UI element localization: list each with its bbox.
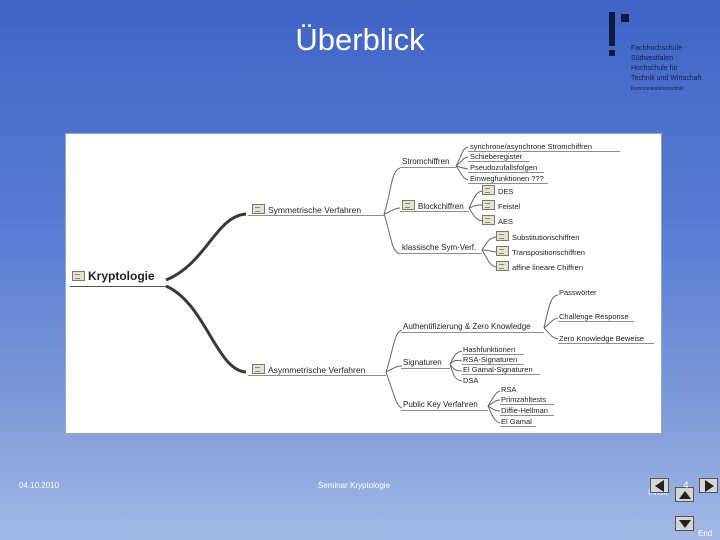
topic-icon <box>482 185 495 195</box>
sub-auth: Authentifizierung & Zero Knowledge <box>403 322 531 331</box>
leaf-item: RSA <box>501 385 517 394</box>
branch-underline <box>400 211 469 212</box>
leaf-label: Feistel <box>498 202 521 211</box>
leaf-item: Einwegfunktionen ??? <box>470 174 544 183</box>
arrow-down-icon <box>679 520 691 528</box>
slide-title: Überblick <box>295 22 425 57</box>
branch-underline <box>401 332 544 333</box>
leaf-item: El Gamal-Signaturen <box>463 365 533 374</box>
leaf-item: Feistel <box>482 200 520 211</box>
leaf-underline <box>500 426 536 427</box>
leaf-item: Hashfunktionen <box>463 345 516 354</box>
sub-stream: Stromchiffren <box>402 157 450 166</box>
sub-block: Blockchiffren <box>402 200 464 212</box>
arrow-left-icon <box>655 480 664 492</box>
mindmap-connectors <box>165 146 559 424</box>
root-underline <box>70 286 166 287</box>
branch-asymmetric: Asymmetrische Verfahren <box>252 364 365 376</box>
footer-title: Seminar Kryptologie <box>318 481 391 490</box>
leaf-underline <box>462 374 540 375</box>
topic-icon <box>252 204 265 214</box>
topic-icon <box>402 200 415 210</box>
logo-text-line: Kommunikationstechnik <box>631 86 684 92</box>
leaf-item: El Gamal <box>501 417 532 426</box>
branch-underline <box>400 167 456 168</box>
leaf-underline <box>468 151 620 152</box>
logo-text-line: Hochschule für <box>631 65 678 72</box>
leaf-underline <box>462 354 524 355</box>
nav-contents-button[interactable] <box>675 487 694 502</box>
sub-public-key: Public Key Verfahren <box>403 400 478 409</box>
branch-underline <box>248 215 384 216</box>
leaf-item: Diffie-Hellman <box>501 406 548 415</box>
leaf-underline <box>468 183 548 184</box>
leaf-underline <box>500 415 554 416</box>
leaf-underline <box>500 404 554 405</box>
topic-icon <box>482 200 495 210</box>
branch-underline <box>400 253 482 254</box>
leaf-underline <box>462 364 524 365</box>
logo-text-line: Fachhochschule <box>631 45 682 52</box>
logo-text-line: Südwestfalen <box>631 55 674 62</box>
sub-classic: klassische Sym-Verf. <box>402 243 477 252</box>
root-label: Kryptologie <box>88 269 155 283</box>
leaf-item: synchrone/asynchrone Stromchiffren <box>470 142 593 151</box>
topic-icon <box>482 215 495 225</box>
leaf-underline <box>468 161 530 162</box>
leaf-label: Substitutionschiffren <box>512 233 580 242</box>
branch-underline <box>401 410 488 411</box>
sub-block-label: Blockchiffren <box>418 202 464 211</box>
leaf-item: Zero Knowledge Beweise <box>559 334 645 343</box>
leaf-underline <box>558 321 634 322</box>
nav-next-button[interactable] <box>699 478 718 493</box>
nav-end-button[interactable] <box>675 516 694 531</box>
page-number: 4 <box>683 480 689 490</box>
topic-icon <box>496 231 509 241</box>
nav-end-label[interactable]: End <box>698 529 713 538</box>
topic-icon <box>252 364 265 374</box>
footer-date: 04.10.2010 <box>19 481 60 490</box>
leaf-item: AES <box>482 215 513 226</box>
arrow-up-icon <box>679 491 691 499</box>
leaf-label: affine lineare Chiffren <box>512 263 584 272</box>
leaf-item: DES <box>482 185 513 196</box>
mindmap-diagram: Kryptologie Symmetrische Verfahren Strom… <box>65 133 662 434</box>
branch-underline <box>401 368 450 369</box>
arrow-right-icon <box>705 480 714 492</box>
leaf-item: Primzahltests <box>501 395 547 404</box>
leaf-underline <box>468 172 544 173</box>
logo-exclamation-dot <box>609 50 615 56</box>
sub-signatures: Signaturen <box>403 358 442 367</box>
leaf-item: Schieberegister <box>470 152 523 161</box>
leaf-label: AES <box>498 217 514 226</box>
mindmap-root: Kryptologie <box>72 268 155 284</box>
university-logo: Fachhochschule Südwestfalen Hochschule f… <box>604 8 716 94</box>
logo-exclamation-bar <box>609 12 615 46</box>
branch-symmetric-label: Symmetrische Verfahren <box>268 205 362 215</box>
logo-square-mark <box>621 14 629 22</box>
leaf-item: Passwörter <box>559 288 597 297</box>
logo-text-line: Technik und Wirtschaft <box>631 75 702 82</box>
topic-icon <box>72 271 85 281</box>
leaf-label: Transpositionschiffren <box>512 248 585 257</box>
leaf-underline <box>558 343 654 344</box>
leaf-item: affine lineare Chiffren <box>496 261 583 272</box>
leaf-item: DSA <box>463 376 479 385</box>
branch-asymmetric-label: Asymmetrische Verfahren <box>268 365 366 375</box>
leaf-item: Challenge Response <box>559 312 629 321</box>
nav-previous-button[interactable] <box>650 478 669 493</box>
leaf-item: RSA-Signaturen <box>463 355 518 364</box>
topic-icon <box>496 261 509 271</box>
topic-icon <box>496 246 509 256</box>
leaf-item: Substitutionschiffren <box>496 231 579 242</box>
branch-symmetric: Symmetrische Verfahren <box>252 204 361 216</box>
leaf-item: Pseudozufallsfolgen <box>470 163 538 172</box>
branch-underline <box>248 375 386 376</box>
leaf-item: Transpositionschiffren <box>496 246 585 257</box>
leaf-label: DES <box>498 187 514 196</box>
